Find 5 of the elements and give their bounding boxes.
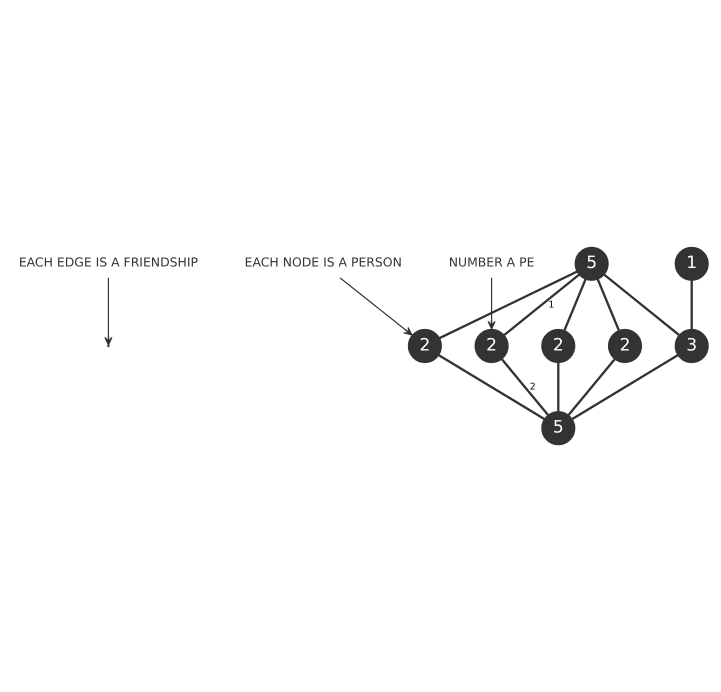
node-text: EACH EDGE IS A FRIENDSHIP (18, 254, 198, 270)
edge-label: 2 (530, 382, 536, 393)
node-text: EACH NODE IS A PERSON (244, 254, 402, 270)
edge-label: 1 (548, 299, 554, 310)
node-text: NUMBER A PE (448, 254, 534, 270)
